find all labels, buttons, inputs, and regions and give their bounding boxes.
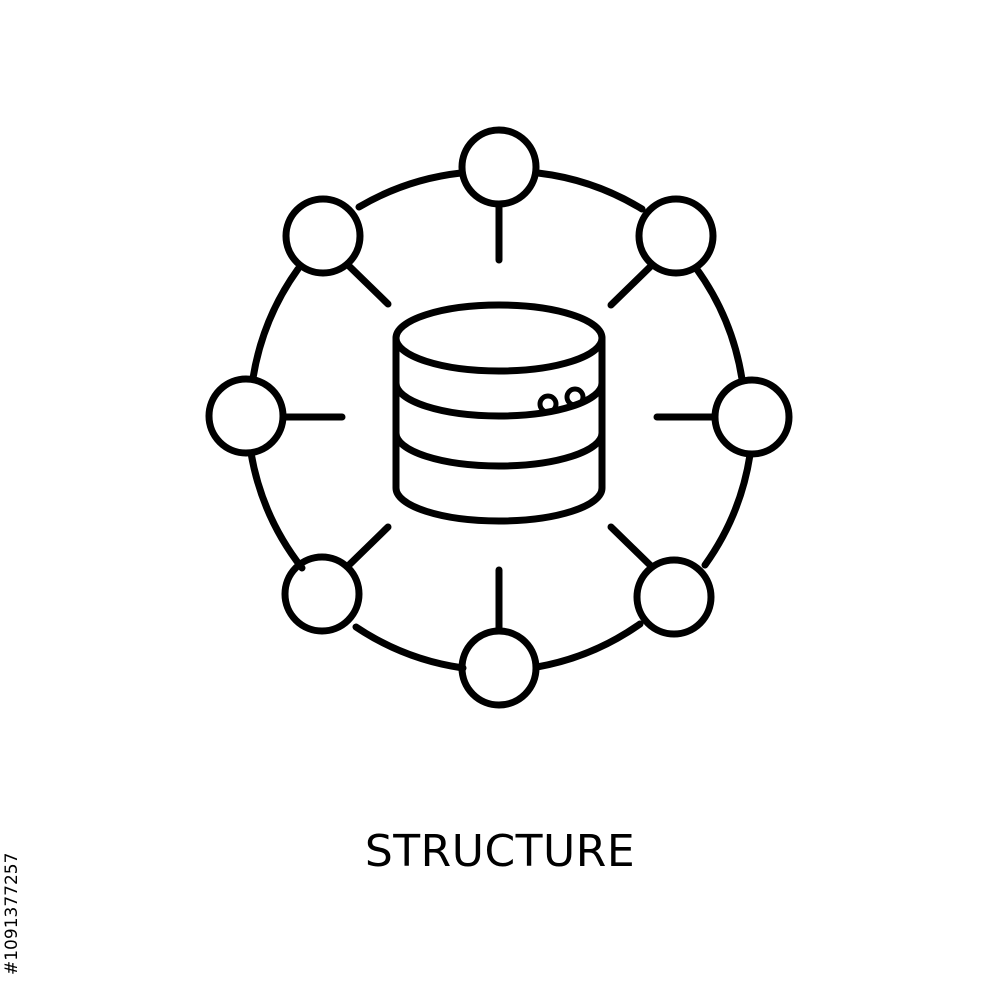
stock-image-id: #1091377257 (2, 852, 22, 975)
node-top-left (282, 195, 364, 277)
caption-title: STRUCTURE (364, 826, 636, 877)
status-light-icon (564, 386, 586, 408)
network-ring (247, 169, 754, 672)
node-top-right (635, 195, 717, 277)
node-bottom (458, 627, 540, 709)
node-bottom-right (633, 556, 715, 638)
node-left (205, 375, 287, 457)
node-top (458, 126, 540, 208)
network-spokes (281, 202, 719, 634)
database-icon (392, 301, 606, 525)
status-light-icon (537, 393, 559, 415)
node-bottom-left (281, 553, 363, 635)
node-right (711, 376, 793, 458)
